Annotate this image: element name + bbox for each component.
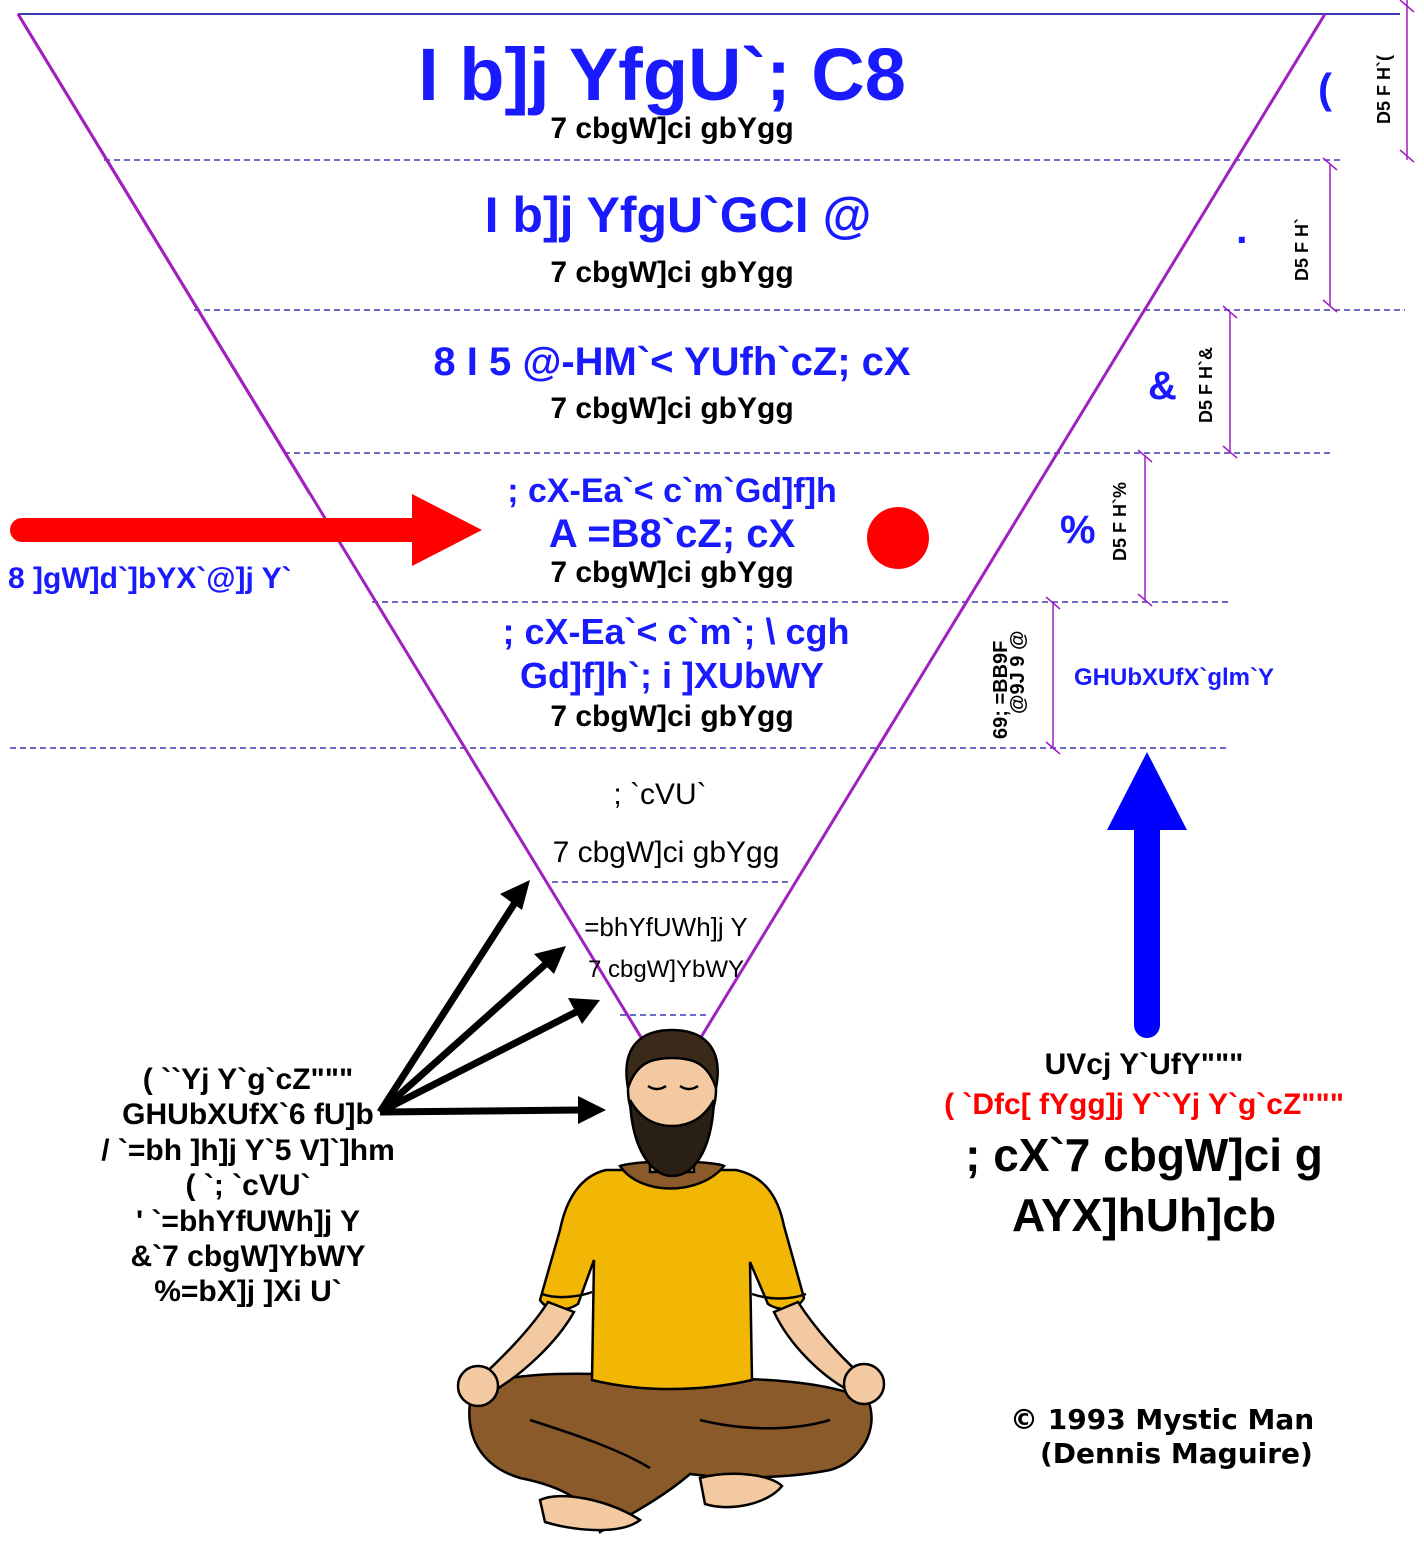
global-title: ; `cVU` [613,778,707,811]
part-label-2: D5 F H` [1292,218,1312,281]
left-line-6: &`7 cbgW]YbWY [130,1239,366,1273]
left-line-2: GHUbXUfX`6 fU]b [122,1098,374,1132]
meditating-man-illustration [456,1028,886,1534]
right-line-1: UVcj Y`UfY""" [1044,1048,1244,1081]
left-line-1: ( ``Yj Y`g`cZ""" [142,1063,354,1096]
right-line-3: ; cX`7 cbgW]ci g [965,1129,1323,1181]
level-4-subtitle: 7 cbgW]ci gbYgg [550,556,794,589]
part-brackets [1045,0,1415,755]
level-1-subtitle: 7 cbgW]ci gbYgg [550,112,794,145]
interactive-title: =bhYfUWh]j Y [584,912,748,942]
left-line-5: ' `=bhYfUWh]j Y [135,1204,361,1238]
left-line-4: ( `; `cVU` [185,1169,311,1203]
inner-level-label-2: @9J 9 @ [1007,630,1029,715]
level-4-title-1: ; cX-Ea`< c`m`Gd]f]h [507,472,837,510]
level-3-subtitle: 7 cbgW]ci gbYgg [550,392,794,425]
level-divider-lines [10,159,1405,1016]
red-arrow-label: 8 ]gW]d`]bYX`@]j Y` [8,562,292,595]
right-line-2: ( `Dfc[ fYgg]j Y``Yj Y`g`cZ""" [944,1088,1344,1121]
cone-left-overlay [16,13,312,495]
left-line-3: / `=bh ]h]j Y`5 V]`]hm [101,1133,395,1167]
red-dot [867,507,929,569]
red-arrow [10,494,482,566]
level-2-number: . [1236,205,1248,252]
blue-up-arrow [1107,752,1187,1038]
interactive-subtitle: 7 cbgW]YbWY [587,956,745,983]
copyright-line-1: © 1993 Mystic Man [1010,1403,1315,1436]
right-line-4: AYX]hUh]cb [1011,1189,1277,1241]
level-2-subtitle: 7 cbgW]ci gbYgg [550,256,794,289]
level-5-title-1: ; cX-Ea`< c`m`; \ cgh [502,611,850,652]
level-2-title: I b]j YfgU`GCI @ [484,187,872,243]
part-label-4: D5 F H`% [1110,481,1130,561]
black-arrows [377,880,606,1124]
part-label-1: D5 F H`( [1374,55,1394,124]
copyright-line-2: (Dennis Maguire) [1040,1437,1313,1470]
level-1-title: I b]j YfgU`; C8 [418,33,906,116]
level-4-title-2: A =B8`cZ; cX [548,512,796,556]
part-label-3: D5 F H`& [1196,347,1216,423]
left-levels-list: ( ``Yj Y`g`cZ""" GHUbXUfX`6 fU]b / `=bh … [62,1062,434,1310]
global-subtitle: 7 cbgW]ci gbYgg [552,836,780,869]
level-5-subtitle: 7 cbgW]ci gbYgg [550,700,794,733]
left-line-7: %=bX]j ]Xi U` [154,1275,342,1309]
level-5-title-2: Gd]f]h`; i ]XUbWY [520,655,824,696]
level-4-number: % [1060,508,1096,552]
standard-state-label: GHUbXUfX`glm`Y [1074,664,1274,691]
level-3-number: & [1148,364,1177,408]
level-1-number: ( [1318,65,1332,112]
level-3-title: 8 I 5 @-HM`< YUfh`cZ; cX [433,340,911,384]
